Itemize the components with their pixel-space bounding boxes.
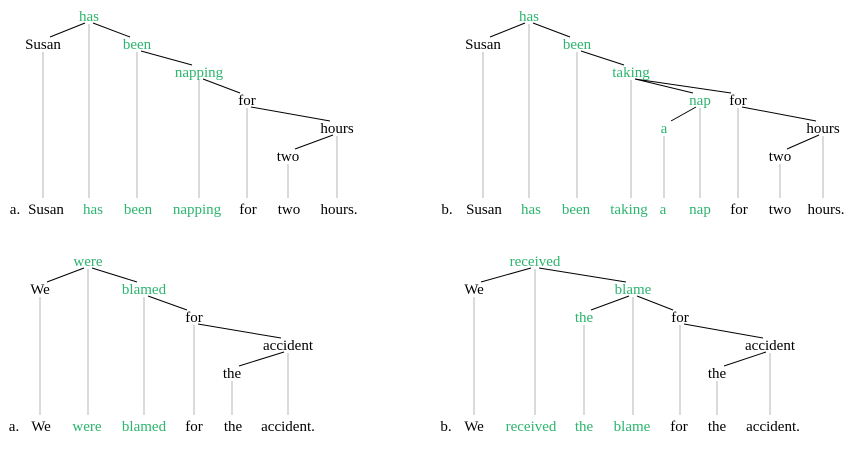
dependency-edge (741, 106, 817, 122)
dependency-edge (580, 50, 625, 66)
tree-node-word: been (122, 37, 152, 53)
sentence-word: two (277, 202, 301, 218)
tree-node-word: We (30, 282, 50, 298)
dependency-edge (238, 351, 285, 367)
dependency-edge (489, 22, 526, 38)
dependency-edge (91, 267, 138, 283)
tree-node-word: two (768, 149, 792, 165)
tree-node-word: has (79, 9, 99, 25)
dependency-edge (480, 267, 532, 283)
tree-node-word: Susan (25, 37, 61, 53)
tree-node-word: a (660, 121, 668, 137)
dependency-edge (202, 78, 241, 94)
tree-node-word: Susan (465, 37, 501, 53)
sentence-word: has (521, 202, 541, 218)
dependency-edge (636, 295, 674, 311)
sentence-label: a. (9, 202, 21, 218)
sentence-label: a. (8, 419, 20, 435)
tree-node-word: for (671, 310, 689, 326)
tree-node-word: for (185, 310, 203, 326)
dependency-edge (92, 22, 131, 38)
sentence-word: has (83, 202, 103, 218)
dependency-edge (634, 78, 732, 94)
tree-node-word: the (222, 366, 242, 382)
tree-node-word: nap (689, 93, 711, 109)
sentence-word: blamed (121, 419, 167, 435)
tree-node-word: been (562, 37, 592, 53)
dependency-edge (538, 267, 627, 283)
sentence-word: for (670, 419, 688, 435)
tree-node-word: the (574, 310, 594, 326)
dependency-edge (590, 295, 630, 311)
sentence-word: for (239, 202, 257, 218)
dependency-edge (294, 134, 334, 150)
sentence-word: were (72, 419, 102, 435)
tree-node-word: taking (612, 65, 650, 81)
dependency-edge (250, 106, 331, 122)
tree-node-word: accident (263, 338, 313, 354)
sentence-word: for (730, 202, 748, 218)
dependency-edge (532, 22, 571, 38)
tree-node-word: blamed (121, 282, 167, 298)
sentence-word: hours. (807, 202, 845, 218)
tree-node-word: accident (745, 338, 795, 354)
dependency-edge (634, 78, 694, 94)
tree-node-word: for (729, 93, 747, 109)
sentence-word: the (223, 419, 243, 435)
dependency-edge (49, 22, 86, 38)
tree-node-word: were (73, 254, 103, 270)
sentence-label: b. (441, 202, 453, 218)
sentence-word: been (561, 202, 591, 218)
tree-node-word: We (464, 282, 484, 298)
dependency-edge (46, 267, 85, 283)
sentence-word: We (31, 419, 51, 435)
sentence-label: b. (440, 419, 452, 435)
dependency-edge (670, 106, 697, 122)
sentence-word: the (707, 419, 727, 435)
tree-node-word: napping (174, 65, 224, 81)
dependency-edge (723, 351, 767, 367)
sentence-word: hours. (320, 202, 358, 218)
sentence-word: the (574, 419, 594, 435)
dependency-edge (786, 134, 820, 150)
tree-node-word: hours (320, 121, 354, 137)
sentence-word: for (185, 419, 203, 435)
tree-node-word: blame (614, 282, 652, 298)
sentence-word: a (659, 202, 667, 218)
sentence-word: received (505, 419, 557, 435)
sentence-word: napping (172, 202, 222, 218)
sentence-word: accident. (261, 419, 315, 435)
tree-node-word: the (707, 366, 727, 382)
sentence-word: Susan (466, 202, 502, 218)
sentence-word: accident. (746, 419, 800, 435)
sentence-word: blame (613, 419, 651, 435)
dependency-edge (140, 50, 193, 66)
dependency-edge (147, 295, 188, 311)
dependency-edge (683, 323, 764, 339)
sentence-word: taking (610, 202, 648, 218)
sentence-word: nap (689, 202, 711, 218)
sentence-word: Susan (28, 202, 64, 218)
tree-node-word: two (276, 149, 300, 165)
tree-node-word: has (519, 9, 539, 25)
sentence-word: been (123, 202, 153, 218)
dependency-edge (197, 323, 282, 339)
tree-node-word: received (509, 254, 561, 270)
sentence-word: two (768, 202, 792, 218)
tree-node-word: hours (806, 121, 840, 137)
tree-node-word: for (238, 93, 256, 109)
sentence-word: We (464, 419, 484, 435)
